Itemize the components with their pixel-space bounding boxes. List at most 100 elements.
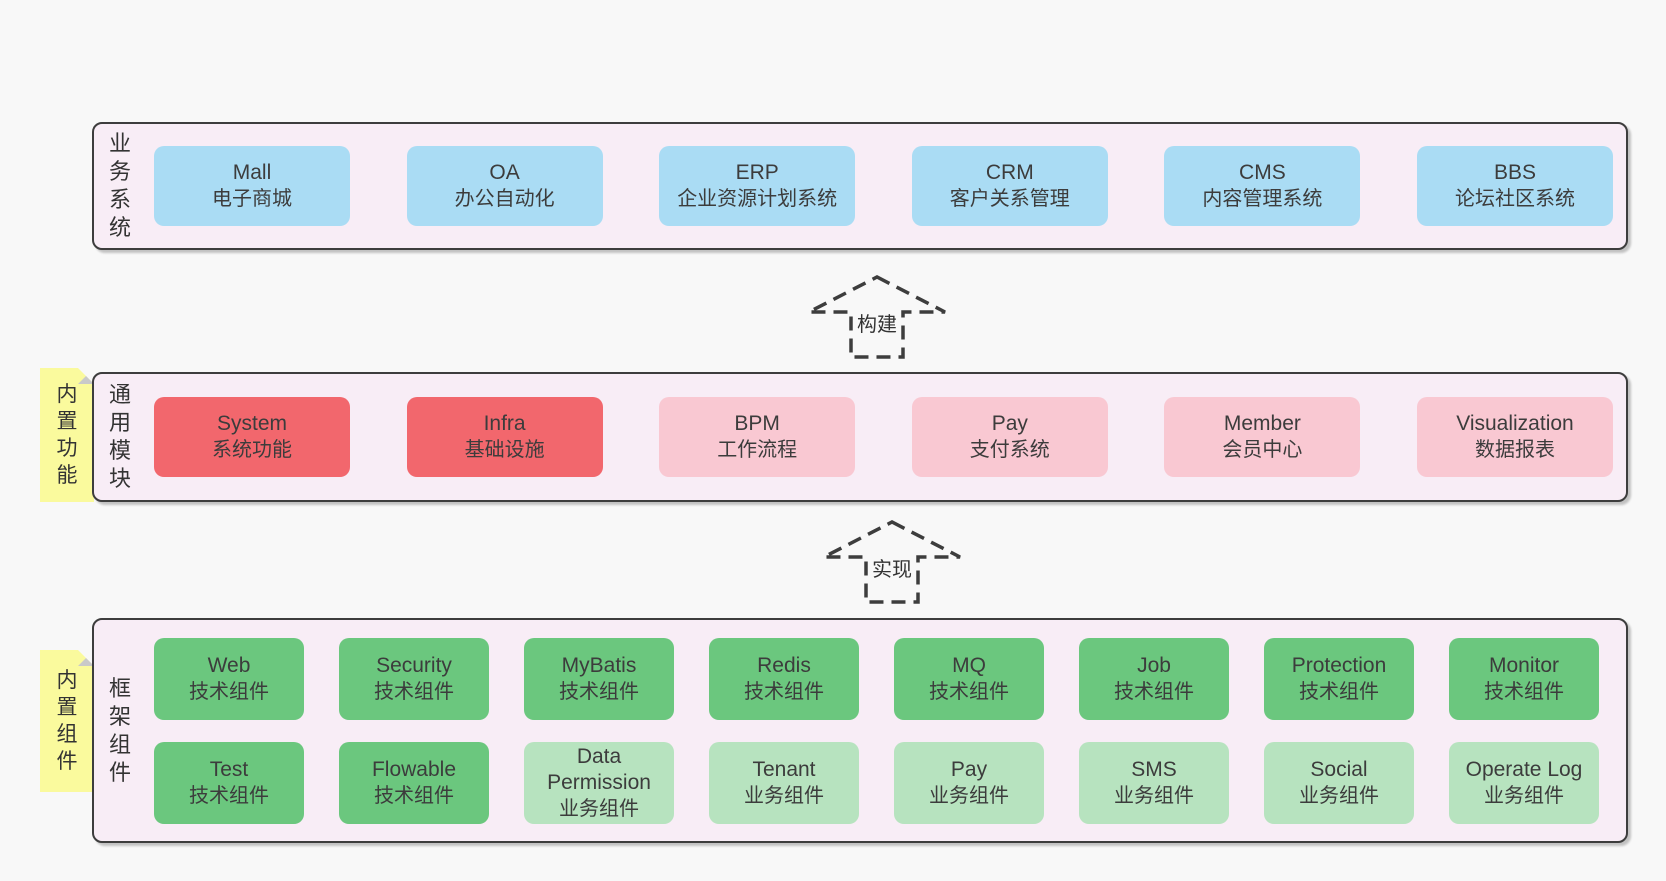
arrow-build: 构建 [807, 275, 947, 359]
box-subtitle: 基础设施 [464, 439, 545, 461]
box-title: CRM [985, 161, 1034, 184]
box-protection: Protection 技术组件 [1264, 637, 1414, 720]
box-visualization: Visualization 数据报表 [1416, 397, 1613, 477]
box-title: SMS [1131, 757, 1177, 781]
box-erp: ERP 企业资源计划系统 [659, 146, 856, 226]
box-title: Mall [232, 161, 272, 184]
panel-framework-components: 框架组件 Web 技术组件 Security 技术组件 MyBatis 技术组件… [92, 618, 1628, 843]
box-title: CMS [1239, 161, 1286, 184]
box-title: MyBatis [561, 653, 637, 677]
box-title: Test [209, 757, 249, 781]
box-subtitle: 业务组件 [929, 784, 1009, 807]
box-title: Pay [991, 412, 1028, 435]
arrow-implement: 实现 [822, 520, 962, 604]
box-title: OA [489, 161, 520, 184]
arrow-implement-label: 实现 [869, 558, 915, 582]
box-title: Protection [1291, 653, 1387, 677]
box-title: Redis [757, 653, 811, 677]
module-boxes-row: System 系统功能 Infra 基础设施 BPM 工作流程 Pay 支付系统… [132, 374, 1626, 500]
box-title: BPM [734, 412, 780, 435]
box-title: Pay [950, 757, 988, 781]
box-data-permission: Data Permission 业务组件 [524, 741, 674, 824]
box-web: Web 技术组件 [154, 637, 304, 720]
box-subtitle: 办公自动化 [454, 188, 555, 210]
tag-built-in-components-label: 内置组件 [56, 669, 78, 773]
box-pay: Pay 支付系统 [911, 397, 1108, 477]
box-pay-component: Pay 业务组件 [894, 741, 1044, 824]
box-crm: CRM 客户关系管理 [911, 146, 1108, 226]
box-mq: MQ 技术组件 [894, 637, 1044, 720]
box-system: System 系统功能 [154, 397, 350, 477]
box-title: System [216, 412, 287, 435]
box-monitor: Monitor 技术组件 [1449, 637, 1599, 720]
box-title: MQ [952, 653, 986, 677]
dashed-up-arrow-icon [808, 275, 946, 359]
box-title: Infra [483, 412, 526, 435]
box-subtitle: 技术组件 [374, 680, 454, 703]
box-title: Member [1223, 412, 1301, 435]
box-mybatis: MyBatis 技术组件 [524, 637, 674, 720]
box-subtitle: 技术组件 [744, 680, 824, 703]
tag-built-in-features-label: 内置功能 [56, 383, 78, 487]
dashed-up-arrow-icon [823, 520, 961, 604]
box-redis: Redis 技术组件 [709, 637, 859, 720]
tag-built-in-features: 内置功能 [40, 368, 94, 502]
box-subtitle: 客户关系管理 [949, 188, 1070, 210]
box-subtitle: 会员中心 [1222, 439, 1303, 461]
box-subtitle: 内容管理系统 [1202, 188, 1323, 210]
box-flowable: Flowable 技术组件 [339, 741, 489, 824]
box-subtitle: 论坛社区系统 [1454, 188, 1575, 210]
box-subtitle: 业务组件 [1299, 784, 1379, 807]
box-bpm: BPM 工作流程 [659, 397, 856, 477]
box-oa: OA 办公自动化 [406, 146, 603, 226]
layer-label-framework-components: 框架组件 [108, 675, 131, 785]
box-subtitle: 技术组件 [1299, 680, 1379, 703]
box-tenant: Tenant 业务组件 [709, 741, 859, 824]
box-subtitle: 技术组件 [189, 784, 269, 807]
box-subtitle: 支付系统 [969, 439, 1050, 461]
box-subtitle: 技术组件 [189, 680, 269, 703]
box-job: Job 技术组件 [1079, 637, 1229, 720]
business-boxes-row: Mall 电子商城 OA 办公自动化 ERP 企业资源计划系统 CRM 客户关系… [132, 124, 1626, 248]
box-test: Test 技术组件 [154, 741, 304, 824]
box-title: ERP [735, 161, 779, 184]
box-subtitle: 技术组件 [1114, 680, 1194, 703]
box-subtitle: 技术组件 [559, 680, 639, 703]
box-title: Tenant [752, 757, 816, 781]
box-subtitle: 电子商城 [212, 188, 292, 210]
tag-built-in-components: 内置组件 [40, 650, 94, 792]
box-subtitle: 企业资源计划系统 [677, 188, 838, 210]
box-security: Security 技术组件 [339, 637, 489, 720]
box-subtitle: 业务组件 [744, 784, 824, 807]
box-infra: Infra 基础设施 [406, 397, 603, 477]
box-subtitle: 技术组件 [374, 784, 454, 807]
box-subtitle: 工作流程 [717, 439, 798, 461]
panel-common-modules: 通用模块 System 系统功能 Infra 基础设施 BPM 工作流程 Pay… [92, 372, 1628, 502]
box-operate-log: Operate Log 业务组件 [1449, 741, 1599, 824]
layer-label-common-modules: 通用模块 [108, 382, 131, 491]
box-mall: Mall 电子商城 [154, 146, 350, 226]
layer-label-business-systems: 业务系统 [108, 131, 131, 240]
box-title: Operate Log [1465, 757, 1583, 781]
box-subtitle: 技术组件 [929, 680, 1009, 703]
box-social: Social 业务组件 [1264, 741, 1414, 824]
panel-business-systems: 业务系统 Mall 电子商城 OA 办公自动化 ERP 企业资源计划系统 CRM… [92, 122, 1628, 250]
box-bbs: BBS 论坛社区系统 [1416, 146, 1613, 226]
box-title: BBS [1493, 161, 1536, 184]
box-subtitle: 业务组件 [1484, 784, 1564, 807]
box-title: Security [376, 653, 452, 677]
box-subtitle: 系统功能 [212, 439, 292, 461]
box-subtitle: 业务组件 [1114, 784, 1194, 807]
box-title: Visualization [1456, 412, 1574, 435]
box-subtitle: 技术组件 [1484, 680, 1564, 703]
box-cms: CMS 内容管理系统 [1164, 146, 1361, 226]
box-title: Social [1310, 757, 1368, 781]
box-title: Web [207, 653, 251, 677]
box-subtitle: 数据报表 [1474, 439, 1555, 461]
box-title: Flowable [371, 757, 457, 781]
box-title: Monitor [1488, 653, 1560, 677]
box-sms: SMS 业务组件 [1079, 741, 1229, 824]
arrow-build-label: 构建 [854, 313, 900, 337]
framework-boxes-grid: Web 技术组件 Security 技术组件 MyBatis 技术组件 Redi… [132, 620, 1626, 841]
